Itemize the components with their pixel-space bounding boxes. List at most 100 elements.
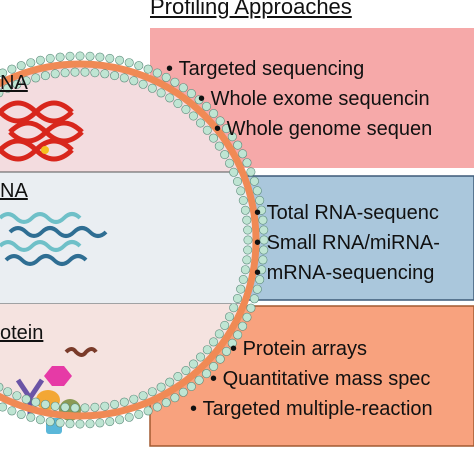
protein-label: otein bbox=[0, 322, 44, 344]
membrane-bead bbox=[110, 71, 120, 81]
membrane-bead bbox=[246, 167, 256, 177]
membrane-bead bbox=[100, 69, 110, 79]
membrane-bead bbox=[55, 418, 65, 428]
membrane-bead bbox=[7, 406, 17, 416]
membrane-bead bbox=[214, 329, 224, 339]
membrane-bead bbox=[243, 245, 253, 255]
membrane-bead bbox=[65, 51, 75, 61]
membrane-bead bbox=[16, 409, 26, 419]
membrane-bead bbox=[80, 67, 90, 77]
membrane-bead bbox=[45, 53, 55, 63]
membrane-bead bbox=[115, 55, 125, 65]
membrane-bead bbox=[50, 401, 60, 411]
membrane-bead bbox=[165, 93, 175, 103]
membrane-bead bbox=[233, 293, 243, 303]
membrane-bead bbox=[233, 140, 243, 150]
membrane-bead bbox=[12, 391, 22, 401]
membrane-bead bbox=[50, 69, 60, 79]
membrane-bead bbox=[143, 406, 153, 416]
membrane-bead bbox=[90, 402, 100, 412]
membrane-bead bbox=[178, 83, 188, 93]
protein-approach-item: Quantitative mass spec bbox=[210, 368, 431, 391]
membrane-bead bbox=[129, 76, 139, 86]
membrane-bead bbox=[70, 67, 80, 77]
membrane-bead bbox=[80, 403, 90, 413]
membrane-bead bbox=[243, 235, 253, 245]
membrane-bead bbox=[242, 158, 252, 168]
membrane-bead bbox=[0, 88, 4, 98]
membrane-bead bbox=[178, 387, 188, 397]
membrane-bead bbox=[40, 71, 50, 81]
membrane-bead bbox=[115, 415, 125, 425]
membrane-bead bbox=[0, 68, 8, 78]
membrane-bead bbox=[3, 387, 13, 397]
membrane-bead bbox=[240, 265, 250, 275]
coil-protein-icon bbox=[64, 347, 98, 357]
membrane-bead bbox=[194, 375, 204, 385]
membrane-bead bbox=[220, 150, 230, 160]
dna-approach-item: Whole exome sequencin bbox=[198, 88, 430, 111]
membrane-bead bbox=[31, 397, 41, 407]
rna-approach-item: Small RNA/miRNA- bbox=[254, 232, 440, 255]
membrane-bead bbox=[35, 55, 45, 65]
dna-label: NA bbox=[0, 72, 28, 94]
rna-strand-icon bbox=[0, 212, 108, 266]
membrane-bead bbox=[85, 51, 95, 61]
membrane-bead bbox=[26, 58, 36, 68]
membrane-bead bbox=[173, 371, 183, 381]
membrane-bead bbox=[238, 149, 248, 159]
rna-approach-item: mRNA-sequencing bbox=[254, 262, 435, 285]
rna-label: NA bbox=[0, 180, 28, 202]
membrane-bead bbox=[40, 399, 50, 409]
membrane-bead bbox=[21, 394, 31, 404]
membrane-bead bbox=[124, 58, 134, 68]
membrane-bead bbox=[214, 141, 224, 151]
membrane-bead bbox=[188, 111, 198, 121]
membrane-bead bbox=[249, 176, 259, 186]
membrane-bead bbox=[156, 88, 166, 98]
membrane-beads bbox=[0, 51, 269, 429]
membrane-bead bbox=[225, 158, 235, 168]
membrane-bead bbox=[105, 417, 115, 427]
membrane-bead bbox=[246, 303, 256, 313]
membrane-bead bbox=[229, 167, 239, 177]
membrane-bead bbox=[225, 312, 235, 322]
membrane-bead bbox=[186, 381, 196, 391]
membrane-bead bbox=[75, 51, 85, 61]
membrane-bead bbox=[60, 68, 70, 78]
membrane-bead bbox=[12, 79, 22, 89]
membrane-bead bbox=[181, 105, 191, 115]
membrane-bead bbox=[242, 312, 252, 322]
membrane-bead bbox=[238, 274, 248, 284]
membrane-bead bbox=[7, 64, 17, 74]
membrane-bead bbox=[134, 61, 144, 71]
membrane-bead bbox=[65, 419, 75, 429]
membrane-bead bbox=[196, 352, 206, 362]
membrane-bead bbox=[0, 402, 8, 412]
membrane-bead bbox=[119, 73, 129, 83]
membrane-bead bbox=[95, 52, 105, 62]
rna-compartment bbox=[0, 171, 256, 305]
protein-approach-item: Protein arrays bbox=[230, 338, 368, 361]
membrane-bead bbox=[238, 196, 248, 206]
membrane-bead bbox=[119, 397, 129, 407]
membrane-bead bbox=[249, 294, 259, 304]
membrane-bead bbox=[152, 68, 162, 78]
membrane-bead bbox=[16, 61, 26, 71]
diagram-title: Profiling Approaches bbox=[150, 0, 352, 19]
membrane-bead bbox=[236, 284, 246, 294]
membrane-bead bbox=[134, 409, 144, 419]
membrane-bead bbox=[236, 186, 246, 196]
membrane-bead bbox=[3, 83, 13, 93]
membrane-bead bbox=[209, 337, 219, 347]
membrane-bead bbox=[242, 215, 252, 225]
protein-approach-item: Targeted multiple-reaction bbox=[190, 398, 433, 421]
membrane-bead bbox=[161, 398, 171, 408]
membrane-bead bbox=[220, 320, 230, 330]
membrane-bead bbox=[124, 412, 134, 422]
membrane-bead bbox=[45, 417, 55, 427]
membrane-bead bbox=[173, 99, 183, 109]
membrane-bead bbox=[252, 284, 262, 294]
membrane-bead bbox=[202, 345, 212, 355]
membrane-bead bbox=[215, 354, 225, 364]
